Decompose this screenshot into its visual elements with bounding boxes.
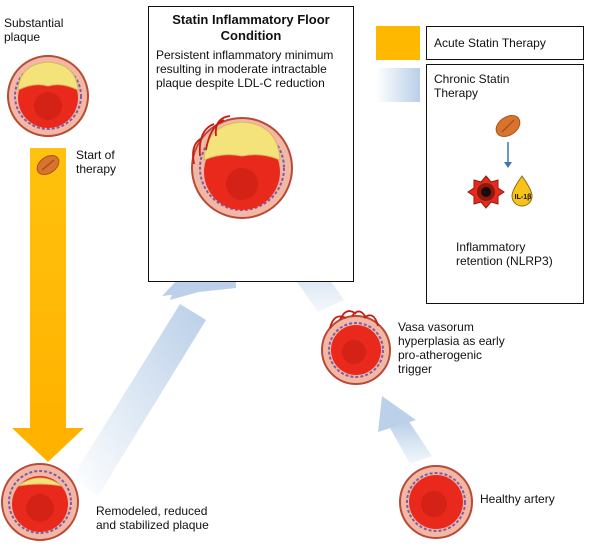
- acute-therapy-arrow: [12, 148, 84, 462]
- legend-pathway: [467, 115, 533, 209]
- inflammatory-retention-label: Inflammatory retention (NLRP3): [456, 240, 553, 268]
- statin-floor-description: Persistent inflammatory minimum resultin…: [156, 48, 334, 90]
- acute-legend-swatch: [376, 26, 420, 60]
- acute-legend-label-box: [426, 26, 584, 60]
- tablet-icon: [36, 154, 60, 176]
- legend-tablet-icon: [495, 115, 521, 137]
- remodeled-vessel: [1, 463, 79, 541]
- legend-down-arrow-icon: [504, 142, 512, 168]
- start-of-therapy-label: Start of therapy: [76, 148, 117, 176]
- healthy-artery-vessel: [399, 465, 473, 539]
- healthy-artery-label: Healthy artery: [480, 492, 555, 506]
- acute-legend-label: Acute Statin Therapy: [434, 36, 546, 50]
- substantial-plaque-vessel: [7, 55, 89, 137]
- chronic-arrow-healthy-to-vasa: [378, 396, 432, 464]
- chronic-legend-label: Chronic Statin Therapy: [434, 72, 510, 100]
- statin-floor-vessel: [191, 115, 293, 219]
- remodeled-label: Remodeled, reduced and stabilized plaque: [96, 504, 209, 532]
- vasa-vasorum-label: Vasa vasorum hyperplasia as early pro-at…: [398, 320, 505, 376]
- chronic-legend-swatch: [376, 68, 420, 102]
- substantial-plaque-label: Substantial plaque: [4, 16, 64, 44]
- chronic-legend-box: [426, 64, 584, 304]
- il1b-drop-icon: [511, 175, 533, 207]
- il1b-label: IL-1β: [514, 194, 532, 201]
- vasa-vasorum-vessel: [321, 310, 391, 385]
- nlrp3-icon: [467, 175, 505, 209]
- statin-floor-title: Statin Inflammatory Floor Condition: [172, 12, 330, 43]
